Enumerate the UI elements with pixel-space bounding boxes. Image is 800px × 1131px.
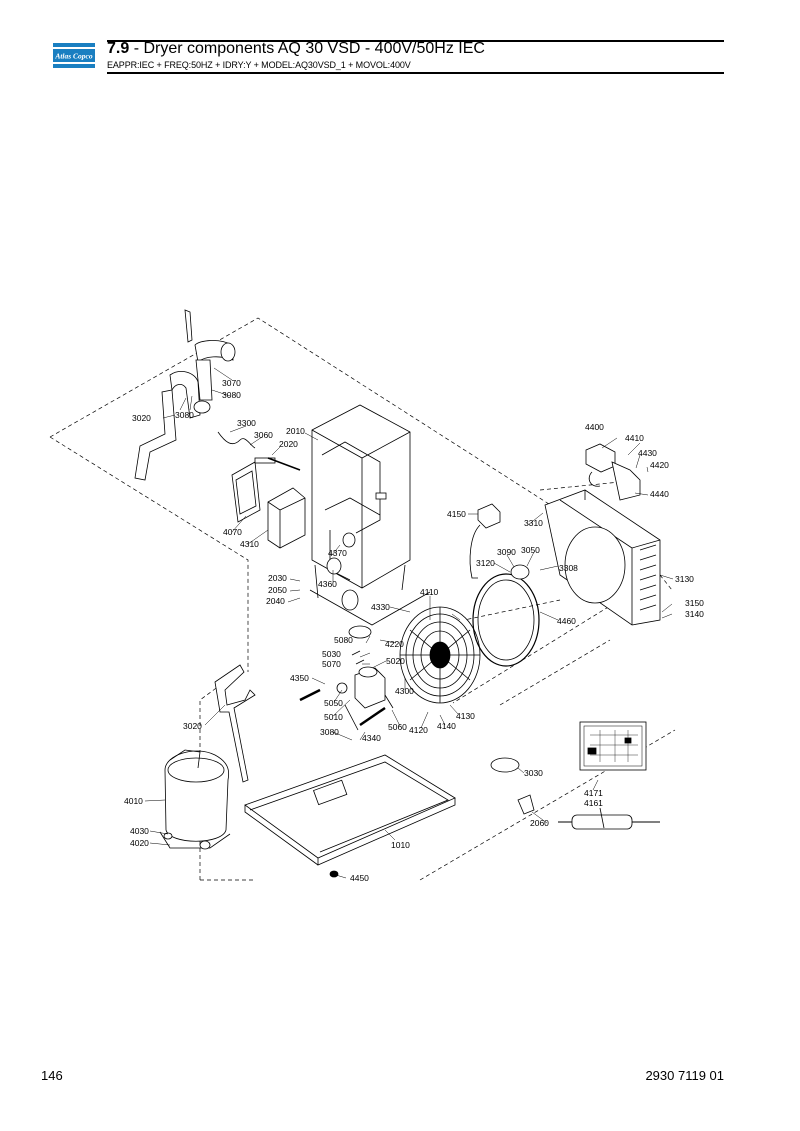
label-4130: 4130 bbox=[456, 711, 475, 721]
label-4420: 4420 bbox=[650, 460, 669, 470]
label-2060: 2060 bbox=[530, 818, 549, 828]
label-2040: 2040 bbox=[266, 596, 285, 606]
title-text: - Dryer components AQ 30 VSD - 400V/50Hz… bbox=[129, 40, 485, 57]
label-4330: 4330 bbox=[371, 602, 390, 612]
label-3080-mid: 3080 bbox=[175, 410, 194, 420]
label-5060: 5060 bbox=[388, 722, 407, 732]
discharge-pipe-assembly bbox=[134, 309, 236, 481]
sight-glass bbox=[517, 794, 535, 815]
expansion-valve bbox=[510, 564, 530, 580]
filter-and-cover bbox=[231, 457, 306, 549]
label-2050: 2050 bbox=[268, 585, 287, 595]
sensor-cable bbox=[217, 431, 256, 449]
label-4300: 4300 bbox=[395, 686, 414, 696]
bypass-valve-assembly bbox=[299, 625, 394, 731]
page-number: 146 bbox=[41, 1068, 63, 1083]
label-5050: 5050 bbox=[324, 698, 343, 708]
atlas-copco-logo: Atlas Copco bbox=[53, 43, 95, 68]
valve-4150 bbox=[477, 503, 501, 529]
condenser bbox=[544, 489, 661, 626]
label-3020-bottom: 3020 bbox=[183, 721, 202, 731]
svg-text:Atlas Copco: Atlas Copco bbox=[54, 52, 93, 61]
o-ring-3030 bbox=[490, 757, 520, 773]
label-4400: 4400 bbox=[585, 422, 604, 432]
label-5070: 5070 bbox=[322, 659, 341, 669]
label-3310: 3310 bbox=[524, 518, 543, 528]
label-4350: 4350 bbox=[290, 673, 309, 683]
compressor bbox=[159, 749, 231, 850]
section-number: 7.9 bbox=[107, 40, 130, 57]
label-4030: 4030 bbox=[130, 826, 149, 836]
label-4410: 4410 bbox=[625, 433, 644, 443]
label-4070: 4070 bbox=[223, 527, 242, 537]
label-4450: 4450 bbox=[350, 873, 369, 883]
label-4161: 4161 bbox=[584, 798, 603, 808]
label-4360: 4360 bbox=[318, 579, 337, 589]
label-4340: 4340 bbox=[362, 733, 381, 743]
label-3080-bottom: 3080 bbox=[320, 727, 339, 737]
label-3130: 3130 bbox=[675, 574, 694, 584]
filter-drier bbox=[558, 807, 660, 830]
label-3050: 3050 bbox=[521, 545, 540, 555]
page-title: 7.9 - Dryer components AQ 30 VSD - 400V/… bbox=[107, 40, 485, 58]
label-4440: 4440 bbox=[650, 489, 669, 499]
label-3020-top: 3020 bbox=[132, 413, 151, 423]
label-3030: 3030 bbox=[524, 768, 543, 778]
label-4460: 4460 bbox=[557, 616, 576, 626]
pressure-switch bbox=[585, 443, 641, 501]
base-plate bbox=[244, 754, 456, 866]
header-rule-bottom bbox=[107, 72, 724, 74]
label-3070: 3070 bbox=[222, 378, 241, 388]
label-3080-top: 3080 bbox=[222, 390, 241, 400]
label-5010: 5010 bbox=[324, 712, 343, 722]
label-5080: 5080 bbox=[334, 635, 353, 645]
label-2020: 2020 bbox=[279, 439, 298, 449]
wiring-diagram-sheet bbox=[579, 721, 647, 771]
label-4430: 4430 bbox=[638, 448, 657, 458]
label-5030: 5030 bbox=[322, 649, 341, 659]
label-3090: 3090 bbox=[497, 547, 516, 557]
label-4010: 4010 bbox=[124, 796, 143, 806]
fan-shroud-ring bbox=[472, 573, 540, 667]
suction-pipe bbox=[214, 664, 256, 783]
label-3060: 3060 bbox=[254, 430, 273, 440]
capillary-tube bbox=[469, 524, 481, 579]
header-rule-top bbox=[107, 40, 724, 42]
label-4150: 4150 bbox=[447, 509, 466, 519]
leader-lines bbox=[144, 367, 674, 879]
label-3150: 3150 bbox=[685, 598, 704, 608]
label-4020: 4020 bbox=[130, 838, 149, 848]
label-5020: 5020 bbox=[386, 656, 405, 666]
label-4140: 4140 bbox=[437, 721, 456, 731]
label-3300: 3300 bbox=[237, 418, 256, 428]
label-3308: 3308 bbox=[559, 563, 578, 573]
label-4370: 4370 bbox=[328, 548, 347, 558]
page-subtitle: EAPPR:IEC + FREQ:50HZ + IDRY:Y + MODEL:A… bbox=[107, 60, 411, 70]
label-2030: 2030 bbox=[268, 573, 287, 583]
label-4110: 4110 bbox=[420, 587, 439, 597]
label-1010: 1010 bbox=[391, 840, 410, 850]
document-number: 2930 7119 01 bbox=[645, 1068, 724, 1083]
label-3120: 3120 bbox=[476, 558, 495, 568]
dryer-cabinet bbox=[309, 404, 431, 626]
label-4310: 4310 bbox=[240, 539, 259, 549]
drain-plug bbox=[329, 870, 339, 878]
label-3140: 3140 bbox=[685, 609, 704, 619]
label-2010: 2010 bbox=[286, 426, 305, 436]
fan-assembly bbox=[399, 606, 481, 704]
label-4171: 4171 bbox=[584, 788, 603, 798]
label-4220: 4220 bbox=[385, 639, 404, 649]
label-4120: 4120 bbox=[409, 725, 428, 735]
part-labels: 3070 3080 3020 3080 3300 3060 2010 2020 … bbox=[124, 378, 704, 883]
